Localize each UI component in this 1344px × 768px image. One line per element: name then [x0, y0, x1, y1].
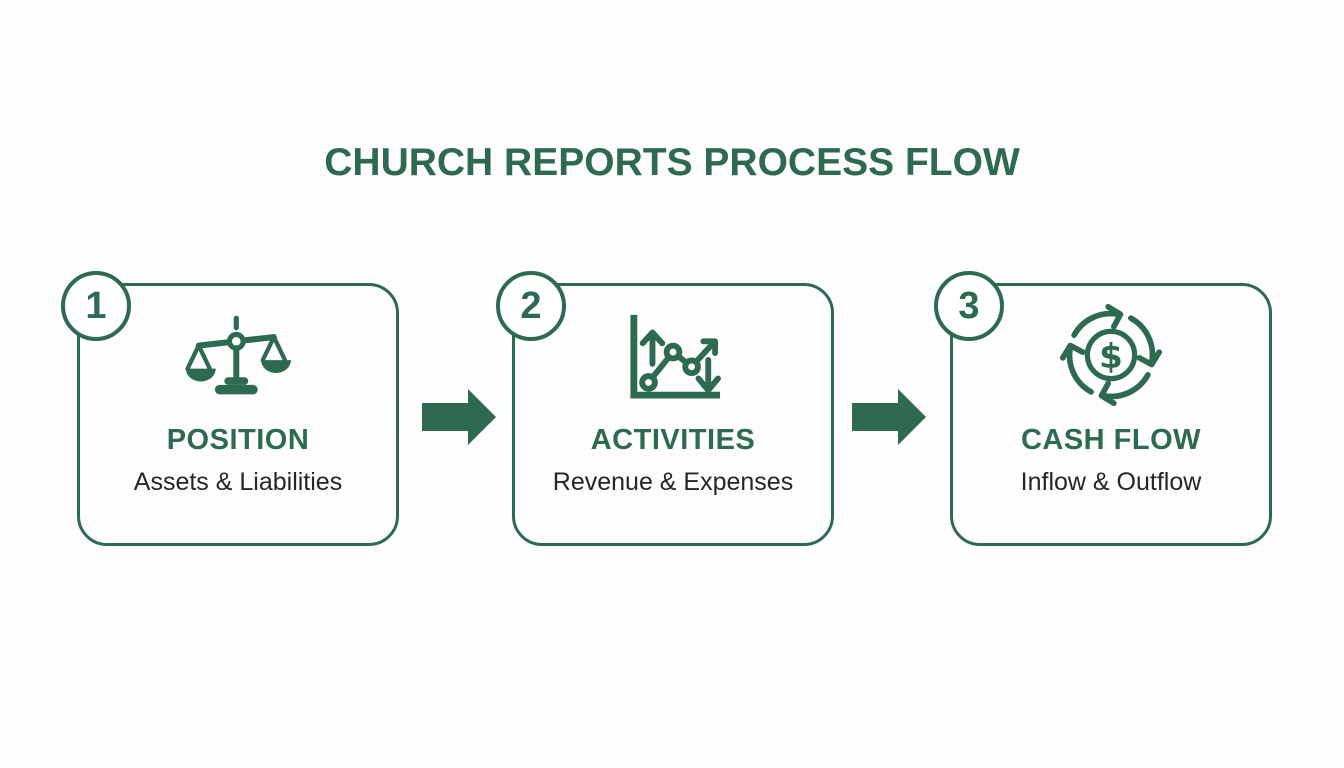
step-number-badge: 1 — [61, 271, 131, 341]
step-subtitle: Inflow & Outflow — [1020, 468, 1202, 496]
balance-scale-icon — [185, 306, 291, 404]
step-title: POSITION — [166, 424, 310, 456]
page-title: CHURCH REPORTS PROCESS FLOW — [324, 141, 1020, 184]
cash-cycle-icon: $ — [1058, 303, 1164, 407]
step-number-badge: 3 — [934, 271, 1004, 341]
step-title: CASH FLOW — [1020, 424, 1202, 456]
step-subtitle: Revenue & Expenses — [552, 468, 794, 496]
step-title: ACTIVITIES — [590, 424, 756, 456]
arrow-right-icon — [422, 389, 496, 445]
step-subtitle: Assets & Liabilities — [133, 468, 343, 496]
dollar-sign-glyph: $ — [1099, 337, 1123, 377]
step-card-cash-flow: 3 $ — [934, 271, 1272, 546]
step-card-activities: 2 ACTIVITIES Revenue & Expenses — [496, 271, 834, 546]
trend-chart-icon — [620, 306, 726, 404]
arrow-right-icon — [852, 389, 926, 445]
step-number-badge: 2 — [496, 271, 566, 341]
step-card-position: 1 POSITION Assets & Liabilities — [61, 271, 399, 546]
